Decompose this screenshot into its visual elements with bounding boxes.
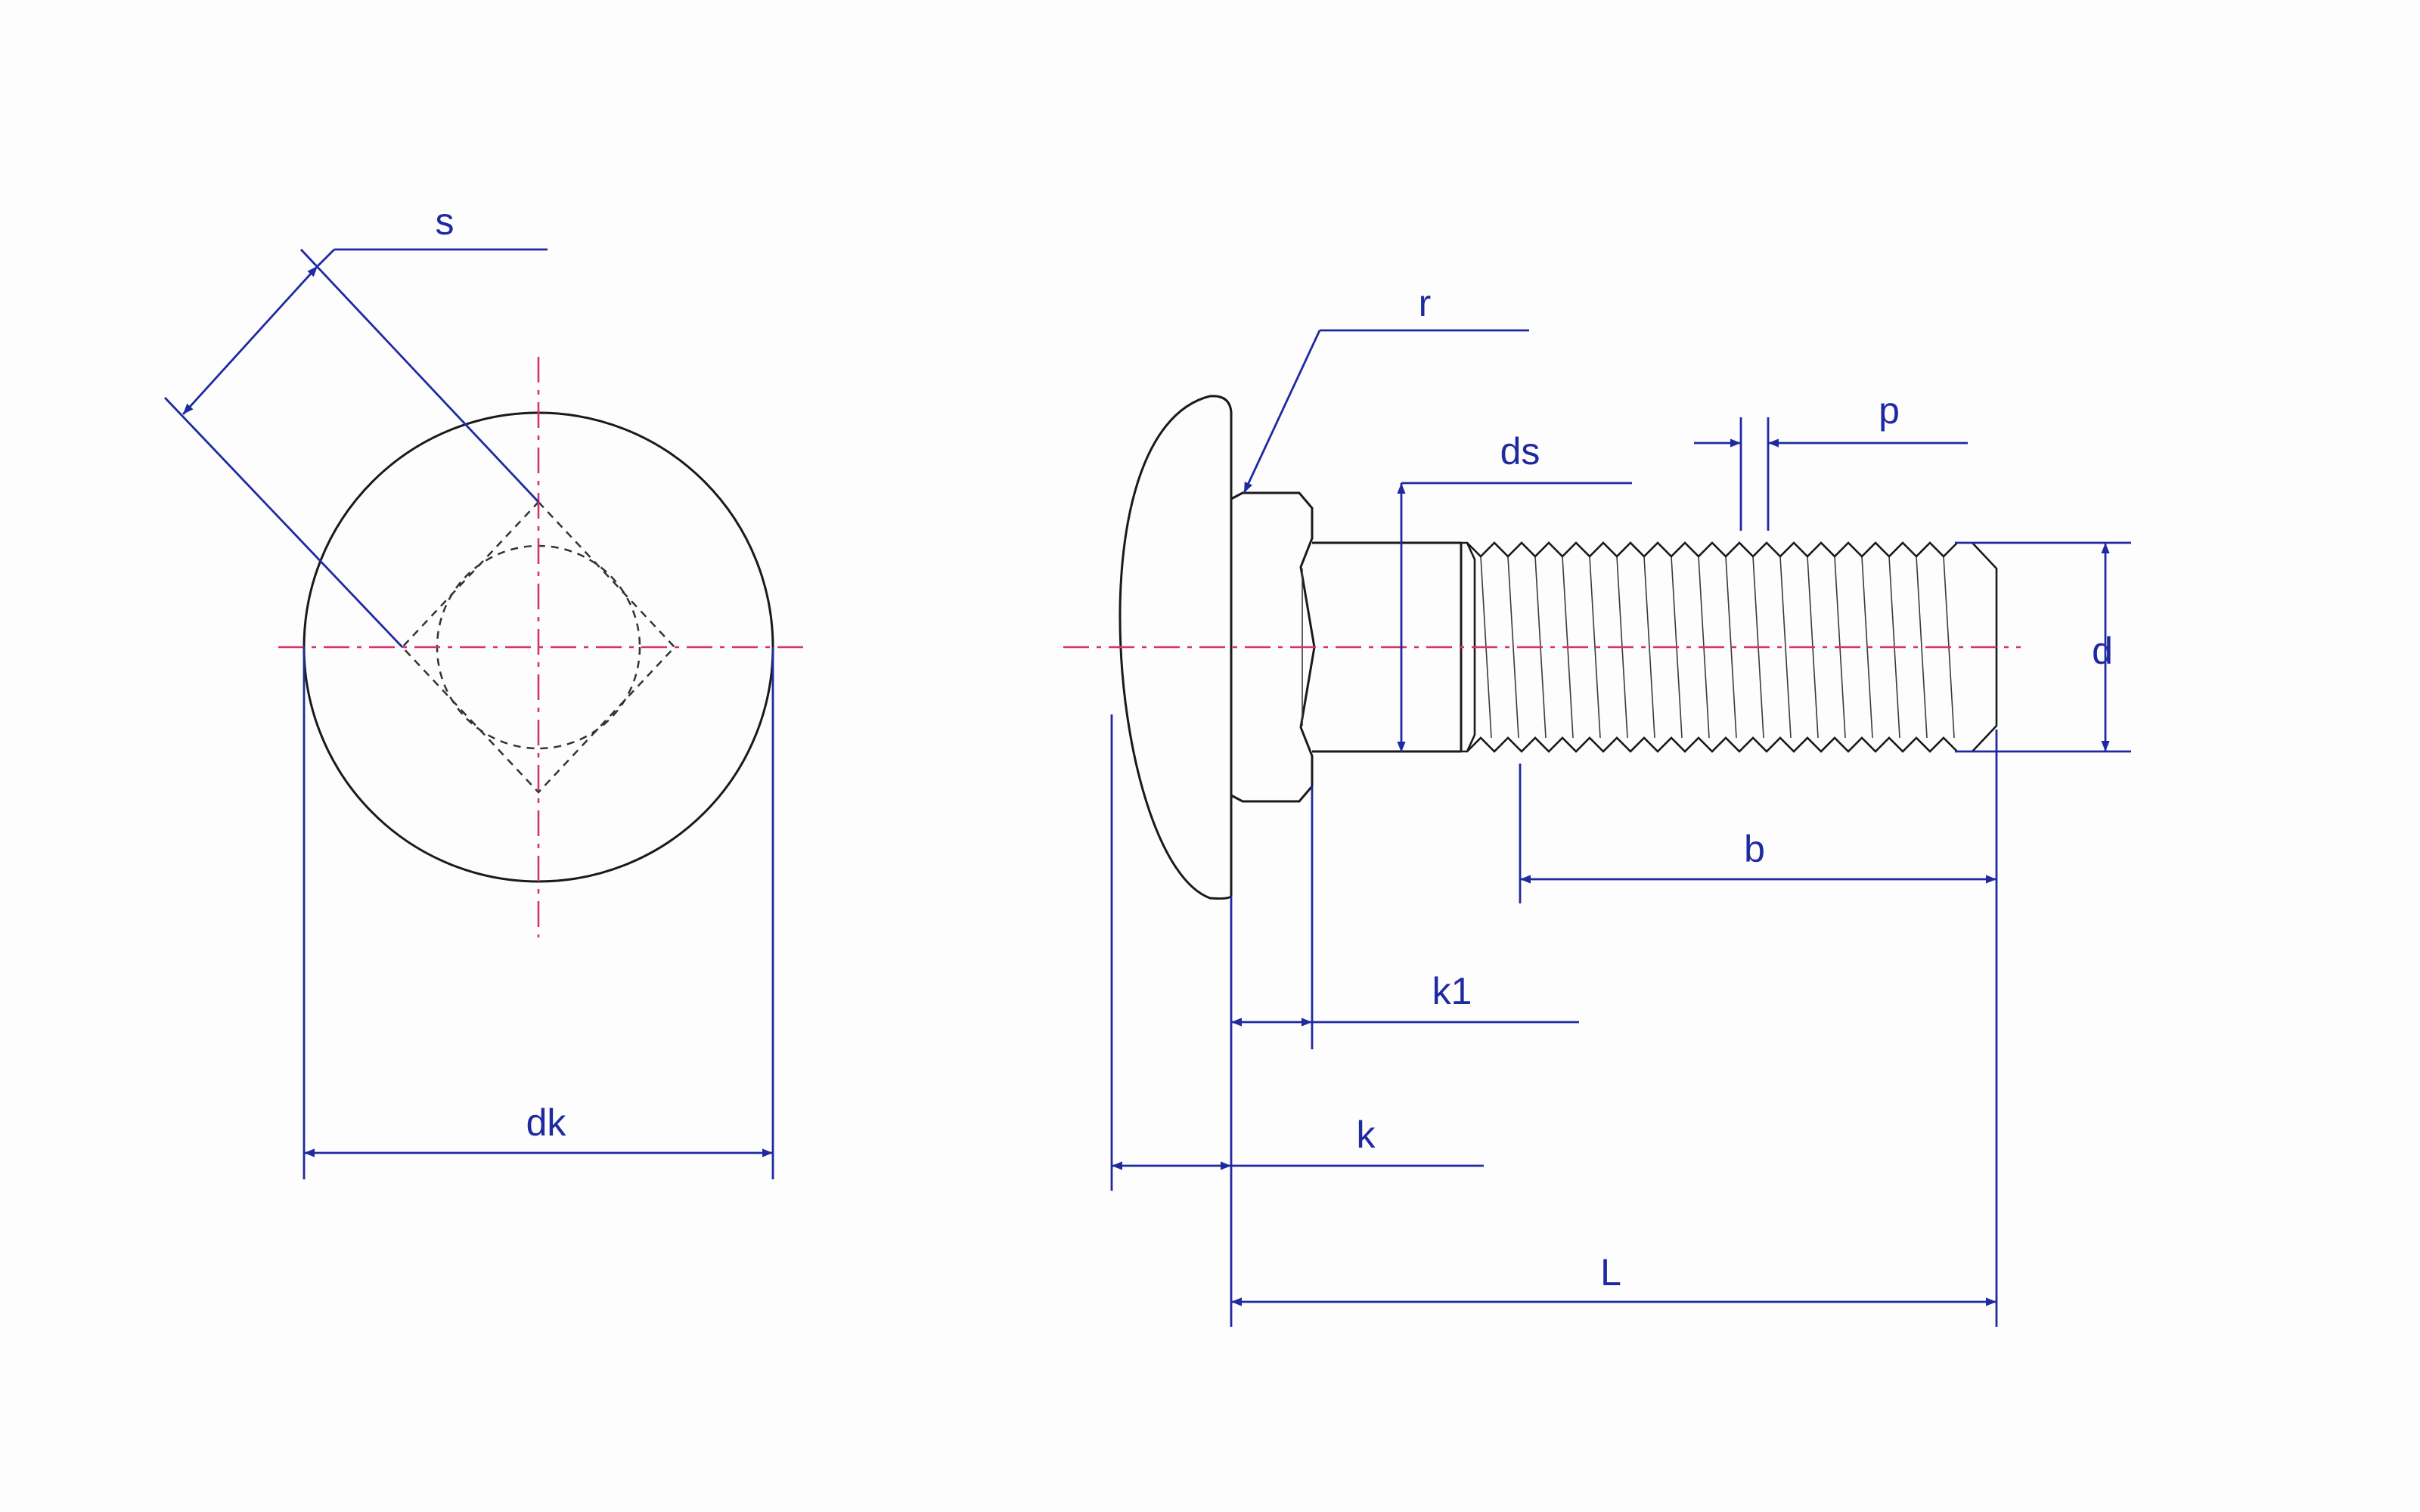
dimension-L: L <box>1231 1251 1996 1306</box>
dimension-dk: dk <box>302 647 774 1179</box>
dimension-p: p <box>1694 389 1968 531</box>
thread-root-line <box>1725 556 1737 739</box>
thread-root-line <box>1643 556 1655 739</box>
label-b: b <box>1744 828 1765 870</box>
label-k: k <box>1357 1114 1376 1156</box>
label-r: r <box>1419 282 1432 324</box>
dimension-s: s <box>163 200 548 648</box>
label-p: p <box>1879 389 1900 432</box>
thread-root-line <box>1589 556 1601 739</box>
end-view: s dk <box>163 200 803 1179</box>
dimension-r: r <box>1243 282 1529 494</box>
thread-root-line <box>1916 556 1928 739</box>
dimension-k1: k1 <box>1230 786 1579 1327</box>
dimension-d: d <box>1955 541 2131 753</box>
square-neck-hidden <box>401 500 676 794</box>
dimension-k: k <box>1110 714 1484 1191</box>
thread-root-line <box>1507 556 1519 739</box>
label-d: d <box>2092 630 2113 672</box>
domed-head <box>1118 395 1233 900</box>
side-view: r ds p d b <box>1063 282 2131 1327</box>
thread-root-line <box>1779 556 1792 739</box>
dimension-b: b <box>1519 730 1998 1327</box>
thread-root-line <box>1861 556 1873 739</box>
label-s: s <box>436 200 455 243</box>
label-L: L <box>1600 1251 1621 1294</box>
label-k1: k1 <box>1432 970 1472 1012</box>
label-dk: dk <box>526 1101 567 1144</box>
dimension-ds: ds <box>1397 430 1632 752</box>
label-ds: ds <box>1500 430 1540 472</box>
thread-crest-top <box>1466 541 1958 558</box>
thread-crest-bottom <box>1466 736 1958 753</box>
